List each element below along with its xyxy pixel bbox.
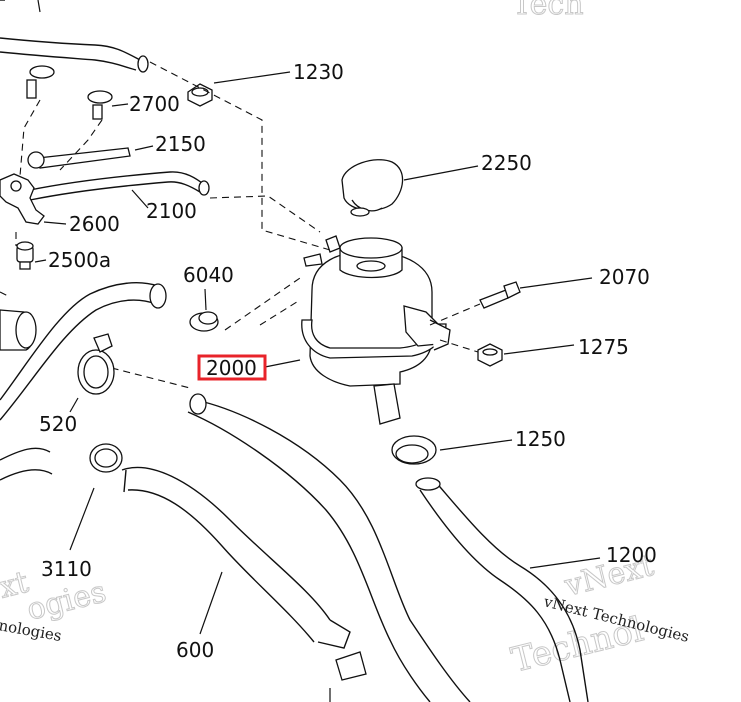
label-2500a: 2500a	[48, 248, 111, 272]
part-2000-expansion-tank	[264, 235, 451, 425]
part-2500a-grommet	[16, 241, 47, 270]
label-2100: 2100	[146, 199, 197, 223]
part-2150-rod	[27, 145, 154, 169]
part-1250-clamp	[391, 435, 513, 465]
part-520-clamp	[69, 333, 115, 413]
label-600: 600	[176, 638, 214, 662]
part-1230-nut	[187, 71, 291, 107]
part-1200-hose	[415, 477, 601, 702]
label-2700: 2700	[129, 92, 180, 116]
label-1250: 1250	[515, 427, 566, 451]
part-3110-clamp	[69, 443, 123, 551]
bypass-tube	[0, 0, 149, 73]
label-2600: 2600	[69, 212, 120, 236]
part-2600-bracket	[0, 173, 67, 225]
part-600-hose	[121, 466, 367, 702]
part-6040-clamp	[189, 288, 219, 332]
middle-hose	[187, 393, 471, 702]
watermark-echo-left-b: ogies	[23, 574, 109, 627]
label-1230: 1230	[293, 60, 344, 84]
watermark-echo-top: Tech	[512, 0, 584, 22]
label-2000: 2000	[206, 356, 257, 380]
part-1275-nut	[439, 339, 575, 367]
tube-end	[137, 55, 149, 73]
highlight-box-2000	[197, 354, 267, 381]
label-2150: 2150	[155, 132, 206, 156]
part-2700-bolts	[26, 65, 129, 120]
label-3110: 3110	[41, 557, 92, 581]
label-1200: 1200	[606, 543, 657, 567]
part-2100-pipe	[29, 171, 210, 209]
label-520: 520	[39, 412, 77, 436]
part-2250-cap	[341, 159, 479, 217]
left-hose	[0, 282, 167, 481]
assembly-dash-lines	[0, 61, 331, 389]
label-6040: 6040	[183, 263, 234, 287]
label-2250: 2250	[481, 151, 532, 175]
label-1275: 1275	[578, 335, 629, 359]
label-2070: 2070	[599, 265, 650, 289]
callout-labels: 1230 2700 2150 2250 2100 2600 2500a 6040…	[39, 60, 657, 662]
part-2070-bolt	[429, 277, 593, 326]
